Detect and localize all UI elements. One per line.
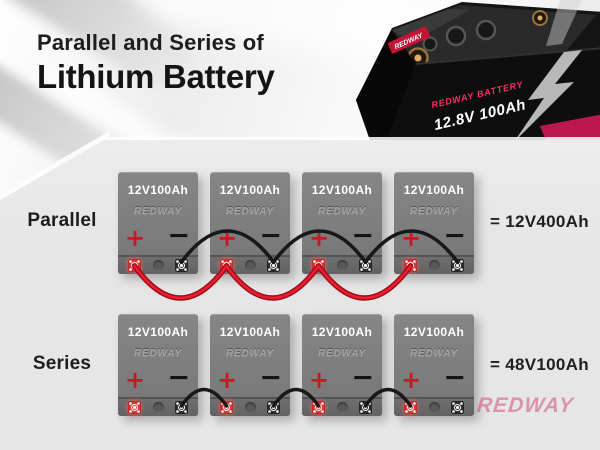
vent-knob	[428, 402, 440, 413]
plus-symbol: +	[125, 366, 146, 394]
positive-terminal	[404, 259, 417, 272]
plus-symbol: +	[309, 224, 330, 252]
terminal-ring	[270, 404, 277, 411]
terminal-strip	[210, 397, 290, 416]
terminal-ring	[131, 404, 138, 411]
minus-symbol: −	[351, 362, 374, 393]
row-result-series: = 48V100Ah	[490, 355, 589, 374]
terminal-strip	[394, 397, 474, 416]
minus-symbol: −	[259, 220, 282, 251]
minus-symbol: −	[167, 220, 190, 251]
terminal-strip	[302, 397, 382, 416]
battery-capacity-label: 12V100Ah	[311, 183, 373, 197]
row-result-parallel: = 12V400Ah	[490, 212, 589, 231]
plus-symbol: +	[309, 366, 330, 394]
minus-symbol: −	[443, 362, 466, 393]
negative-terminal	[451, 401, 464, 414]
plus-symbol: +	[401, 366, 422, 394]
negative-terminal	[175, 401, 188, 414]
battery-capacity-label: 12V100Ah	[403, 325, 465, 339]
terminal-ring	[362, 262, 369, 269]
battery-capacity-label: 12V100Ah	[219, 183, 281, 197]
battery-capacity-label: 12V100Ah	[219, 325, 281, 339]
negative-terminal	[359, 259, 372, 272]
vent-knob	[336, 260, 348, 271]
terminal-ring	[362, 404, 369, 411]
vent-knob	[336, 402, 348, 413]
terminal-ring	[178, 404, 185, 411]
battery-brand-label: REDWAY	[410, 348, 458, 359]
battery-brand-label: REDWAY	[226, 206, 274, 217]
lightning-bolt-icon	[514, 50, 582, 142]
battery-capacity-label: 12V100Ah	[403, 183, 465, 197]
terminal-ring	[223, 404, 230, 411]
positive-terminal	[312, 259, 325, 272]
terminal-ring	[178, 262, 185, 269]
battery-brand-label: REDWAY	[226, 348, 274, 359]
redway-watermark: REDWAY	[475, 394, 575, 417]
plus-symbol: +	[217, 366, 238, 394]
vent-knob	[244, 402, 256, 413]
terminal-ring	[454, 262, 461, 269]
vent-knob	[428, 260, 440, 271]
battery-capacity-label: 12V100Ah	[311, 325, 373, 339]
negative-terminal	[451, 259, 464, 272]
terminal-ring	[454, 404, 461, 411]
battery-brand-label: REDWAY	[410, 206, 458, 217]
negative-terminal	[267, 401, 280, 414]
positive-terminal	[312, 401, 325, 414]
plus-symbol: +	[217, 224, 238, 252]
negative-terminal	[359, 401, 372, 414]
positive-terminal	[128, 401, 141, 414]
vent-knob	[152, 260, 164, 271]
terminal-strip	[302, 255, 382, 274]
negative-terminal	[175, 259, 188, 272]
positive-terminal	[404, 401, 417, 414]
terminal-ring	[131, 262, 138, 269]
vent-knob	[152, 402, 164, 413]
terminal-ring	[223, 262, 230, 269]
terminal-ring	[407, 404, 414, 411]
battery-capacity-label: 12V100Ah	[127, 183, 189, 197]
vent-knob	[244, 260, 256, 271]
terminal-strip	[394, 255, 474, 274]
terminal-ring	[315, 262, 322, 269]
positive-terminal	[128, 259, 141, 272]
minus-symbol: −	[351, 220, 374, 251]
positive-terminal	[220, 259, 233, 272]
terminal-ring	[315, 404, 322, 411]
battery-brand-label: REDWAY	[318, 348, 366, 359]
battery-brand-label: REDWAY	[318, 206, 366, 217]
battery-brand-label: REDWAY	[134, 206, 182, 217]
plus-symbol: +	[125, 224, 146, 252]
minus-symbol: −	[167, 362, 190, 393]
minus-symbol: −	[259, 362, 282, 393]
terminal-strip	[118, 397, 198, 416]
panel-top-highlight	[100, 137, 600, 140]
positive-terminal	[220, 401, 233, 414]
terminal-strip	[118, 255, 198, 274]
minus-symbol: −	[443, 220, 466, 251]
terminal-ring	[270, 262, 277, 269]
negative-terminal	[267, 259, 280, 272]
plus-symbol: +	[401, 224, 422, 252]
row-label-series: Series	[32, 353, 92, 374]
terminal-strip	[210, 255, 290, 274]
row-label-parallel: Parallel	[27, 210, 97, 231]
battery-brand-label: REDWAY	[134, 348, 182, 359]
battery-capacity-label: 12V100Ah	[127, 325, 189, 339]
terminal-ring	[407, 262, 414, 269]
